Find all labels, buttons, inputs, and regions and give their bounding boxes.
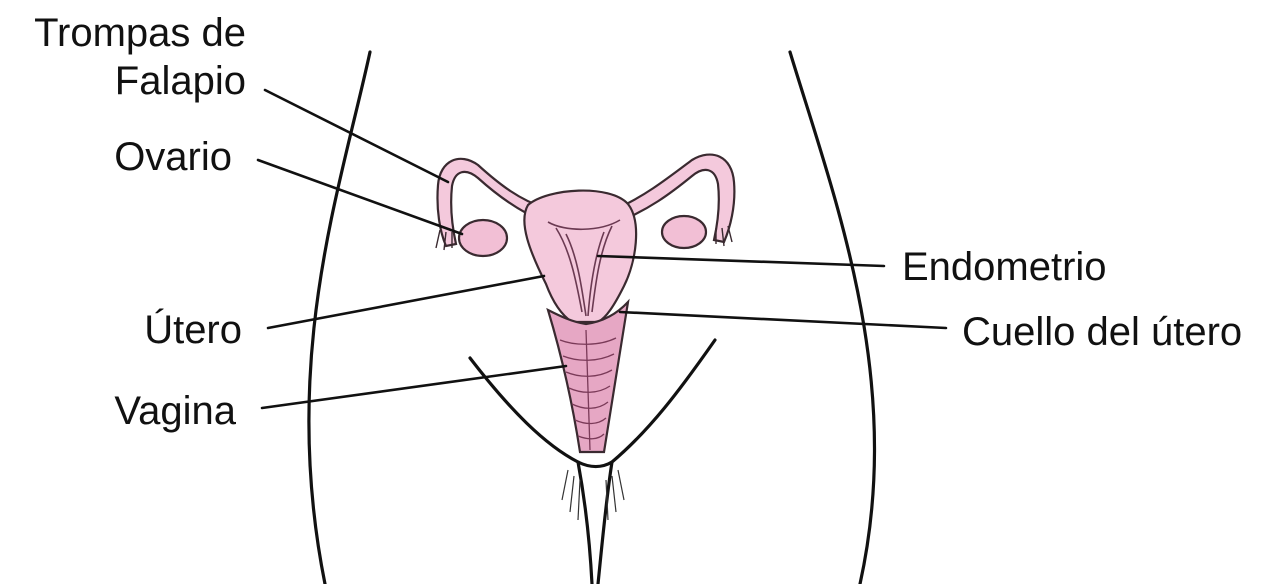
label-cervix: Cuello del útero	[962, 310, 1242, 354]
endometrium-leader	[598, 256, 884, 266]
right-hip-contour	[790, 52, 875, 584]
label-tubes-line2: Falapio	[115, 59, 246, 103]
vulva-top	[578, 462, 612, 467]
label-tubes-line1: Trompas de	[34, 11, 246, 55]
label-vagina: Vagina	[114, 389, 236, 433]
vagina-leader	[262, 366, 566, 408]
right-ovary	[662, 216, 706, 248]
uterus-leader	[268, 276, 544, 328]
left-ovary	[459, 220, 507, 256]
labels: Trompas de Falapio Ovario Útero Vagina E…	[34, 11, 1242, 433]
pubic-hair-strokes	[562, 470, 624, 520]
label-endometrium: Endometrio	[902, 245, 1107, 289]
label-ovary: Ovario	[114, 135, 232, 179]
ovary-leader	[258, 160, 462, 234]
reproductive-organs	[436, 155, 734, 452]
label-uterus: Útero	[144, 307, 242, 352]
cervix-leader	[620, 312, 946, 328]
